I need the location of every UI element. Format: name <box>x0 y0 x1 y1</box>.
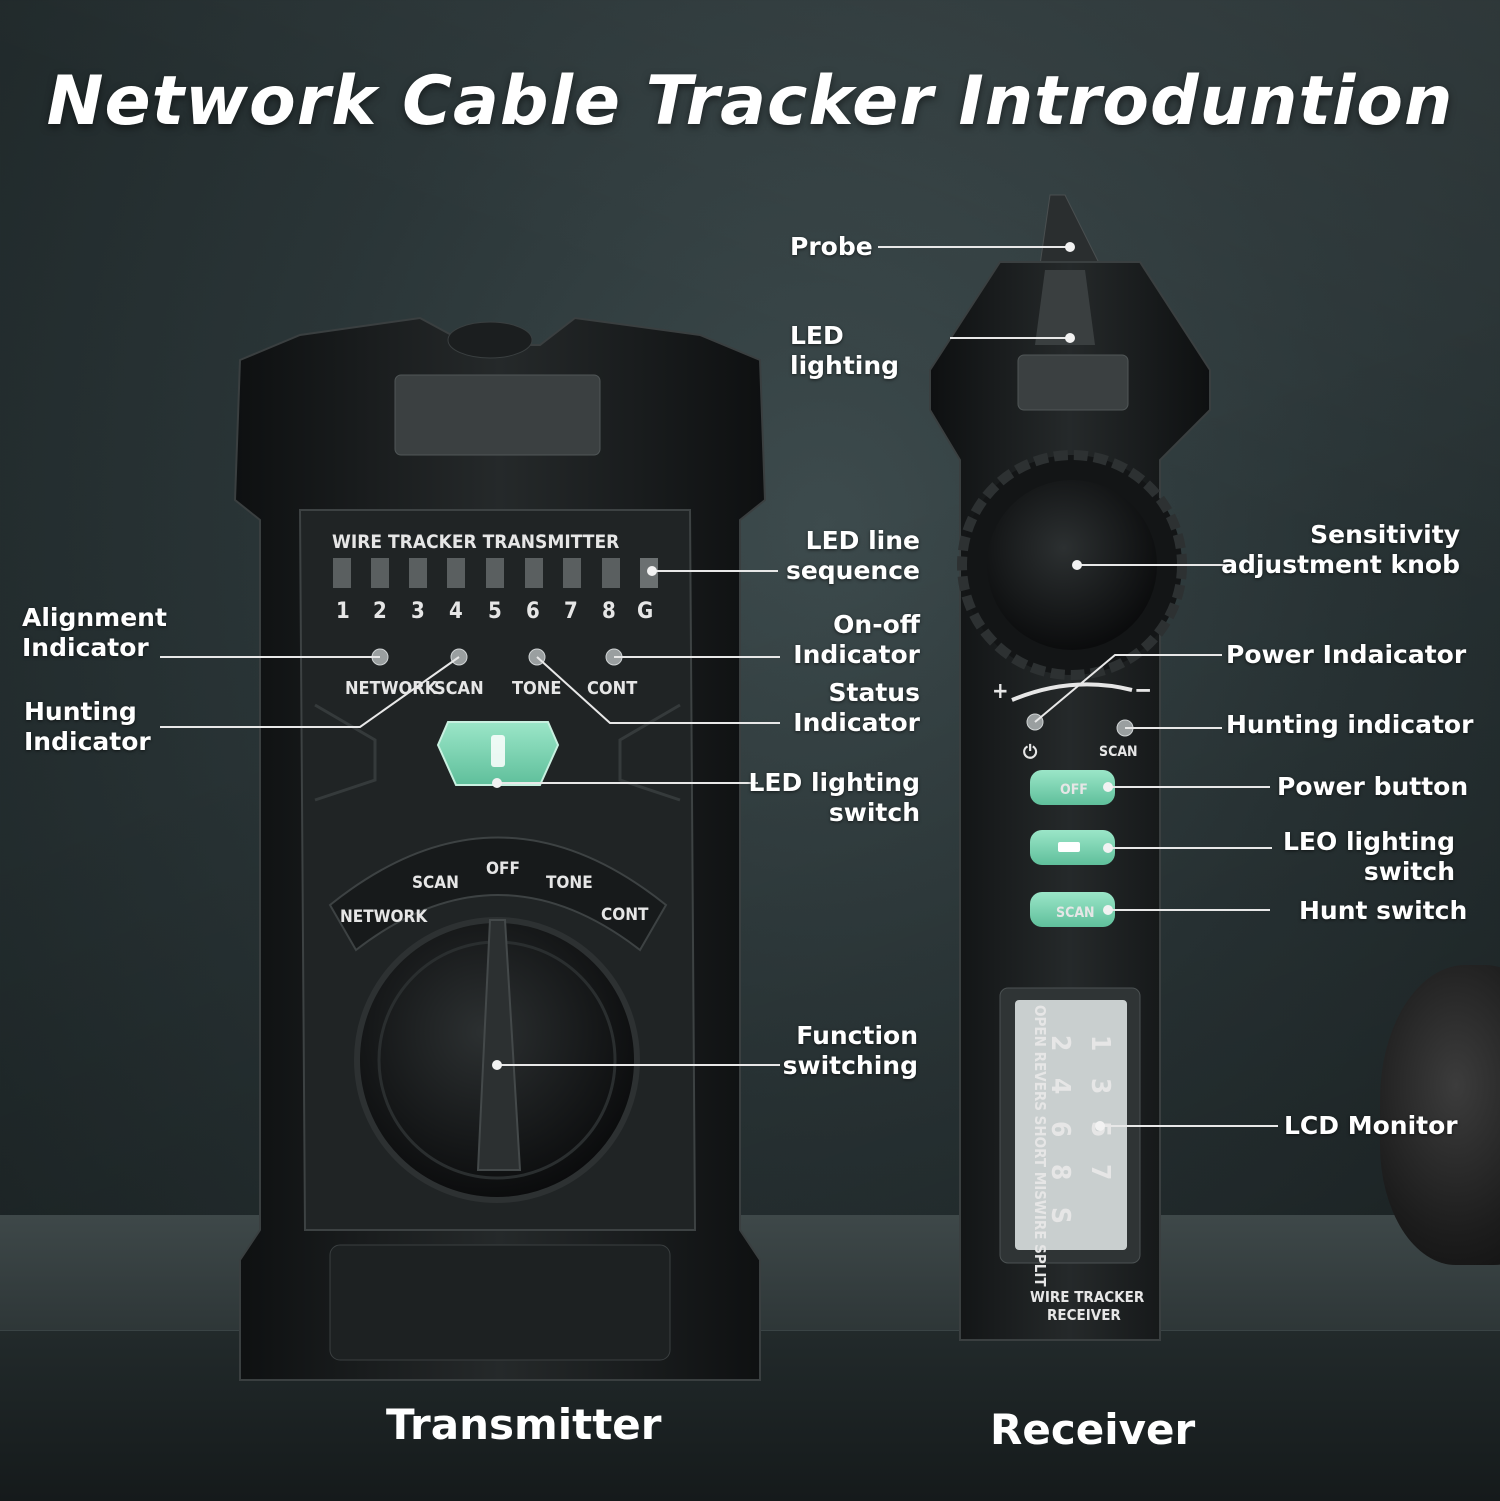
svg-text:G: G <box>637 599 653 624</box>
callout-leo-lighting-switch: LEO lighting switch <box>1282 827 1455 886</box>
svg-text:5: 5 <box>488 599 502 624</box>
svg-text:SCAN: SCAN <box>1056 905 1095 921</box>
indicator-label-scan: SCAN <box>434 678 484 699</box>
transmitter-top-window <box>394 374 601 456</box>
transmitter-panel-text: WIRE TRACKER TRANSMITTER <box>332 531 619 553</box>
transmitter-caption: Transmitter <box>386 1400 662 1449</box>
callout-alignment-indicator: Alignment Indicator <box>22 603 167 662</box>
dial-label-tone: TONE <box>546 873 593 893</box>
indicator-label-cont: CONT <box>587 678 637 699</box>
power-symbol-icon: ⏻ <box>1023 742 1038 763</box>
dial-label-off: OFF <box>486 859 520 879</box>
transmitter-top-nub <box>447 321 533 359</box>
svg-text:2: 2 <box>1045 1035 1075 1051</box>
flashlight-icon <box>1058 842 1080 852</box>
dial-label-cont: CONT <box>601 905 649 925</box>
svg-text:4: 4 <box>449 599 463 624</box>
page-title: Network Cable Tracker Introduntion <box>46 62 1454 141</box>
lcd-screen <box>1015 1000 1127 1250</box>
callout-dots <box>492 242 1113 1131</box>
led-numbers: 1 2 3 4 5 6 7 8 G <box>336 599 653 624</box>
svg-text:7: 7 <box>1085 1164 1115 1180</box>
svg-text:1: 1 <box>1085 1035 1115 1051</box>
dial-label-scan: SCAN <box>412 873 459 893</box>
lcd-number-grid: 1 2 3 4 5 6 7 8 S <box>1045 1035 1115 1224</box>
transmitter-device: WIRE TRACKER TRANSMITTER 1 2 3 4 5 6 7 8… <box>233 316 767 1381</box>
callout-power-button: Power button <box>1277 772 1469 801</box>
svg-text:2: 2 <box>373 599 387 624</box>
callout-probe: Probe <box>790 232 873 261</box>
svg-text:8: 8 <box>602 599 616 624</box>
sensitivity-plus: + <box>992 679 1009 704</box>
callout-function-switching: Function switching <box>782 1021 918 1080</box>
callout-status-indicator: Status Indicator <box>793 678 920 737</box>
svg-text:4: 4 <box>1045 1078 1075 1094</box>
receiver-caption: Receiver <box>990 1405 1196 1454</box>
callout-led-lighting: LED lighting <box>790 321 900 380</box>
receiver-scan-indicator-label: SCAN <box>1099 744 1138 760</box>
led-line-sequence <box>333 558 658 588</box>
svg-text:OFF: OFF <box>1060 782 1088 798</box>
function-dial-pointer <box>476 919 522 1171</box>
callout-lines <box>160 246 1278 1127</box>
transmitter-bottom-bumper <box>329 1244 671 1361</box>
receiver-panel-text-1: WIRE TRACKER <box>1030 1288 1145 1306</box>
receiver-scan-button[interactable]: SCAN <box>1030 892 1115 927</box>
callout-hunt-switch: Hunt switch <box>1299 896 1468 925</box>
svg-text:S: S <box>1045 1207 1075 1224</box>
dial-label-network: NETWORK <box>340 907 428 927</box>
callout-power-indicator: Power Indaicator <box>1226 640 1467 669</box>
receiver-probe-neck <box>1035 270 1095 345</box>
svg-text:6: 6 <box>526 599 540 624</box>
vase-decoration <box>1380 965 1500 1265</box>
function-dial-labels-arc <box>328 836 668 952</box>
receiver-light-button[interactable] <box>1030 830 1115 865</box>
svg-text:8: 8 <box>1045 1164 1075 1180</box>
sensitivity-minus: − <box>1134 676 1152 704</box>
callout-led-line-sequence: LED line sequence <box>785 526 920 585</box>
svg-text:7: 7 <box>564 599 578 624</box>
callout-on-off-indicator: On-off Indicator <box>793 610 920 669</box>
flashlight-icon <box>491 735 505 767</box>
receiver-probe-tip <box>1039 194 1101 266</box>
svg-text:3: 3 <box>1085 1078 1115 1094</box>
callout-hunting-indicator-left: Hunting Indicator <box>24 697 151 756</box>
receiver-panel-text-2: RECEIVER <box>1047 1306 1121 1324</box>
receiver-power-button[interactable]: OFF <box>1030 770 1115 805</box>
indicator-label-tone: TONE <box>512 678 561 699</box>
lcd-status-text: OPEN REVERS SHORT MISWIRE SPLIT <box>1031 1005 1049 1287</box>
receiver-led-window <box>1017 354 1129 411</box>
callout-hunting-indicator-right: Hunting indicator <box>1226 710 1474 739</box>
svg-text:3: 3 <box>411 599 425 624</box>
callout-sensitivity-knob: Sensitivity adjustment knob <box>1221 520 1460 579</box>
receiver-device: + − ⏻ SCAN OFF SCAN OPEN REVERS SHORT MI… <box>929 194 1211 1341</box>
callout-lcd-monitor: LCD Monitor <box>1284 1111 1458 1140</box>
callout-led-lighting-switch: LED lighting switch <box>748 768 920 827</box>
indicator-label-network: NETWORK <box>345 678 439 699</box>
svg-text:6: 6 <box>1045 1121 1075 1137</box>
svg-text:1: 1 <box>336 599 350 624</box>
